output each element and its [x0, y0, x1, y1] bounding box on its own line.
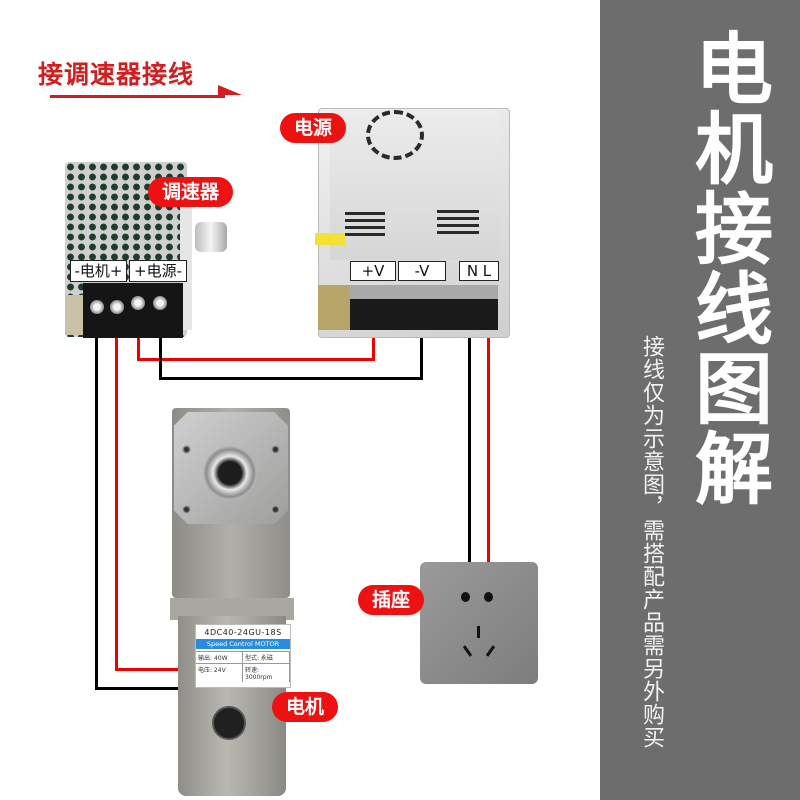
nameplate-cell: 型式: 永磁 — [243, 652, 290, 663]
wire-motor-positive-horizontal — [115, 668, 180, 671]
bolt — [182, 445, 191, 454]
warranty-sticker — [315, 233, 345, 245]
psu-nl-label: N L — [459, 261, 499, 281]
wire-motor-positive-vertical — [115, 310, 118, 670]
vent-slot — [437, 210, 479, 213]
vent-slot — [345, 233, 385, 236]
socket-label: 插座 — [358, 585, 425, 615]
psu-plus-v-label: +V — [350, 261, 396, 281]
header-underline — [50, 95, 225, 98]
disclaimer-note: 接线仅为示意图，需搭配产品需另外购买 — [639, 335, 664, 749]
wire-power-positive-run — [137, 358, 375, 361]
nameplate-row: 输出: 40W 型式: 永磁 — [196, 651, 290, 663]
psu-label: 电源 — [280, 113, 347, 143]
wire-power-negative-drop — [159, 305, 162, 380]
psu-minus-v-label: -V — [398, 261, 446, 281]
vent-slot — [437, 224, 479, 227]
cable-gland — [212, 706, 246, 740]
wire-neutral — [468, 300, 471, 598]
speed-knob — [195, 222, 227, 252]
output-shaft — [203, 446, 257, 500]
vent-slot — [437, 231, 479, 234]
vent-slot — [345, 212, 385, 215]
screw-terminal — [90, 300, 104, 314]
motor-band: Speed Control MOTOR — [196, 639, 290, 649]
screw-terminal — [153, 296, 167, 310]
nameplate-cell: 转速: 3000rpm — [243, 664, 290, 682]
controller-motor-terminal-label: -电机+ — [70, 260, 127, 282]
vent-slot — [437, 217, 479, 220]
controller-power-terminal-label: +电源- — [129, 260, 187, 282]
controller-label: 调速器 — [148, 177, 234, 207]
vent-slot — [345, 226, 385, 229]
wire-motor-negative-vertical — [95, 310, 98, 690]
fan-grille-icon — [366, 110, 424, 160]
socket-hole-neutral — [461, 592, 470, 602]
arrow-right-icon — [218, 85, 242, 95]
nameplate-cell: 输出: 40W — [196, 652, 243, 663]
wire-power-negative-rise — [420, 300, 423, 380]
vent-slot — [345, 219, 385, 222]
side-panel — [600, 0, 800, 800]
diagram-title: 电机接线图解 — [682, 28, 772, 508]
bolt — [271, 445, 280, 454]
psu-terminal-cover — [350, 285, 498, 299]
motor-nameplate: 4DC40-24GU-18S Speed Control MOTOR 输出: 4… — [195, 624, 291, 688]
wire-power-negative-run — [159, 377, 423, 380]
wire-motor-negative-horizontal — [95, 687, 180, 690]
psu-pcb-edge — [318, 285, 350, 330]
nameplate-cell: 电压: 24V — [196, 664, 243, 682]
socket-earth-slot — [477, 626, 480, 638]
screw-terminal — [131, 296, 145, 310]
socket-hole-live — [484, 592, 493, 602]
socket-plate — [420, 562, 538, 684]
bolt — [271, 505, 280, 514]
motor-model: 4DC40-24GU-18S — [204, 628, 282, 637]
controller-pcb-edge — [65, 295, 85, 335]
motor-label: 电机 — [272, 692, 339, 722]
controller-side-panel — [180, 180, 192, 330]
motor-flange — [170, 598, 294, 620]
header-title: 接调速器接线 — [38, 60, 195, 89]
nameplate-row: 电压: 24V 转速: 3000rpm — [196, 663, 290, 682]
wire-live — [487, 300, 490, 598]
bolt — [182, 505, 191, 514]
screw-terminal — [110, 300, 124, 314]
